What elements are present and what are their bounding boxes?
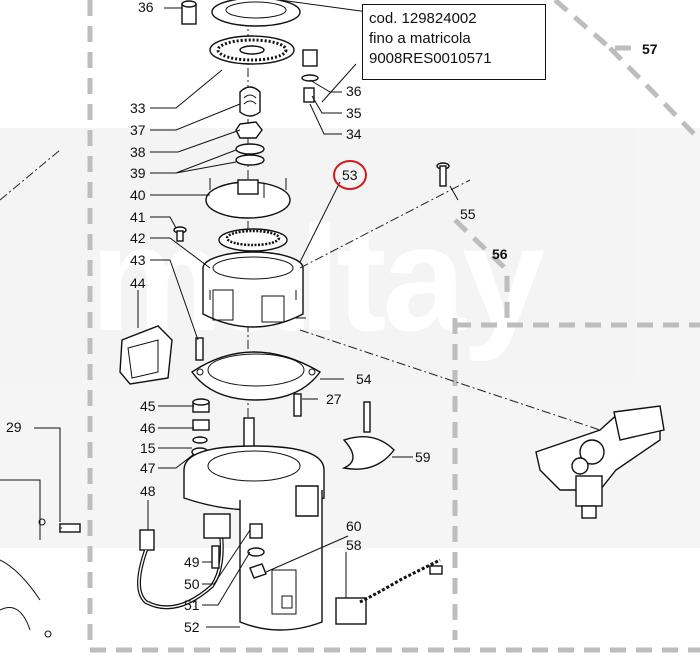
screw-41 <box>173 226 187 242</box>
callout-27: 27 <box>326 391 342 407</box>
callout-34: 34 <box>346 126 362 142</box>
callout-46: 46 <box>140 420 156 436</box>
callout-35: 35 <box>346 105 362 121</box>
callout-36: 36 <box>346 83 362 99</box>
gasket-plate <box>191 351 322 401</box>
burr-holder-top <box>181 0 301 27</box>
serial-note-box: cod. 129824002 fino a matricola 9008RES0… <box>362 4 546 80</box>
note-line-3: 9008RES0010571 <box>369 50 492 67</box>
screw-29 <box>59 523 81 533</box>
watermark-band: maltay <box>0 128 700 548</box>
callout-43: 43 <box>130 252 146 268</box>
screw-49 <box>211 545 220 569</box>
callout-29: 29 <box>6 419 22 435</box>
callout-38: 38 <box>130 144 146 160</box>
note-line-2: fino a matricola <box>369 30 471 47</box>
section-borders <box>0 0 700 653</box>
grinder-housing <box>202 251 306 328</box>
washer <box>235 154 265 166</box>
callout-33: 33 <box>130 100 146 116</box>
washer <box>235 143 265 155</box>
callout-40: 40 <box>130 187 146 203</box>
screw-27 <box>293 393 302 417</box>
agitator-blade <box>341 401 395 470</box>
adjustment-plate <box>205 178 291 219</box>
axis-line <box>299 329 601 431</box>
callout-52: 52 <box>184 619 200 635</box>
dosing-chute <box>119 325 173 385</box>
callout-59: 59 <box>415 449 431 465</box>
leader-lines <box>34 0 459 628</box>
callout-15: 15 <box>140 440 156 456</box>
callout-49: 49 <box>184 554 200 570</box>
hex-nut <box>235 121 263 139</box>
bearing-ring <box>218 228 288 252</box>
callout-37: 37 <box>130 122 146 138</box>
burr-spindle <box>239 86 261 117</box>
highlight-circle-53 <box>333 160 367 190</box>
motor-brush <box>335 558 443 625</box>
callout-44: 44 <box>130 275 146 291</box>
screw-43 <box>195 337 204 361</box>
callout-51: 51 <box>184 597 200 613</box>
washer-51 <box>247 547 265 557</box>
screw-set-right <box>301 49 319 103</box>
callout-36-top: 36 <box>138 0 154 15</box>
nut-60 <box>249 563 267 579</box>
callout-58: 58 <box>346 537 362 553</box>
callout-47: 47 <box>140 460 156 476</box>
axis-line <box>299 179 471 269</box>
cable-assembly <box>137 513 231 610</box>
callout-54: 54 <box>356 371 372 387</box>
callout-42: 42 <box>130 230 146 246</box>
callout-50: 50 <box>184 576 200 592</box>
callout-55: 55 <box>460 206 476 222</box>
callout-39: 39 <box>130 165 146 181</box>
motor-body <box>183 417 325 631</box>
section-57-label: 57 <box>642 41 658 57</box>
spacer-50 <box>249 523 263 539</box>
callout-45: 45 <box>140 398 156 414</box>
grinding-burr <box>209 35 295 65</box>
callout-53: 53 <box>342 167 358 183</box>
dosing-motor-assembly <box>535 405 665 519</box>
section-56-label: 56 <box>492 246 508 262</box>
note-line-1: cod. 129824002 <box>369 10 477 27</box>
spacer-stack <box>191 398 210 457</box>
callout-labels: 36 36 35 34 33 37 38 39 40 41 42 43 44 4… <box>6 0 476 635</box>
partial-part-left <box>0 479 52 638</box>
screw-55 <box>436 162 450 187</box>
callout-41: 41 <box>130 209 146 225</box>
callout-48: 48 <box>140 483 156 499</box>
callout-60: 60 <box>346 518 362 534</box>
